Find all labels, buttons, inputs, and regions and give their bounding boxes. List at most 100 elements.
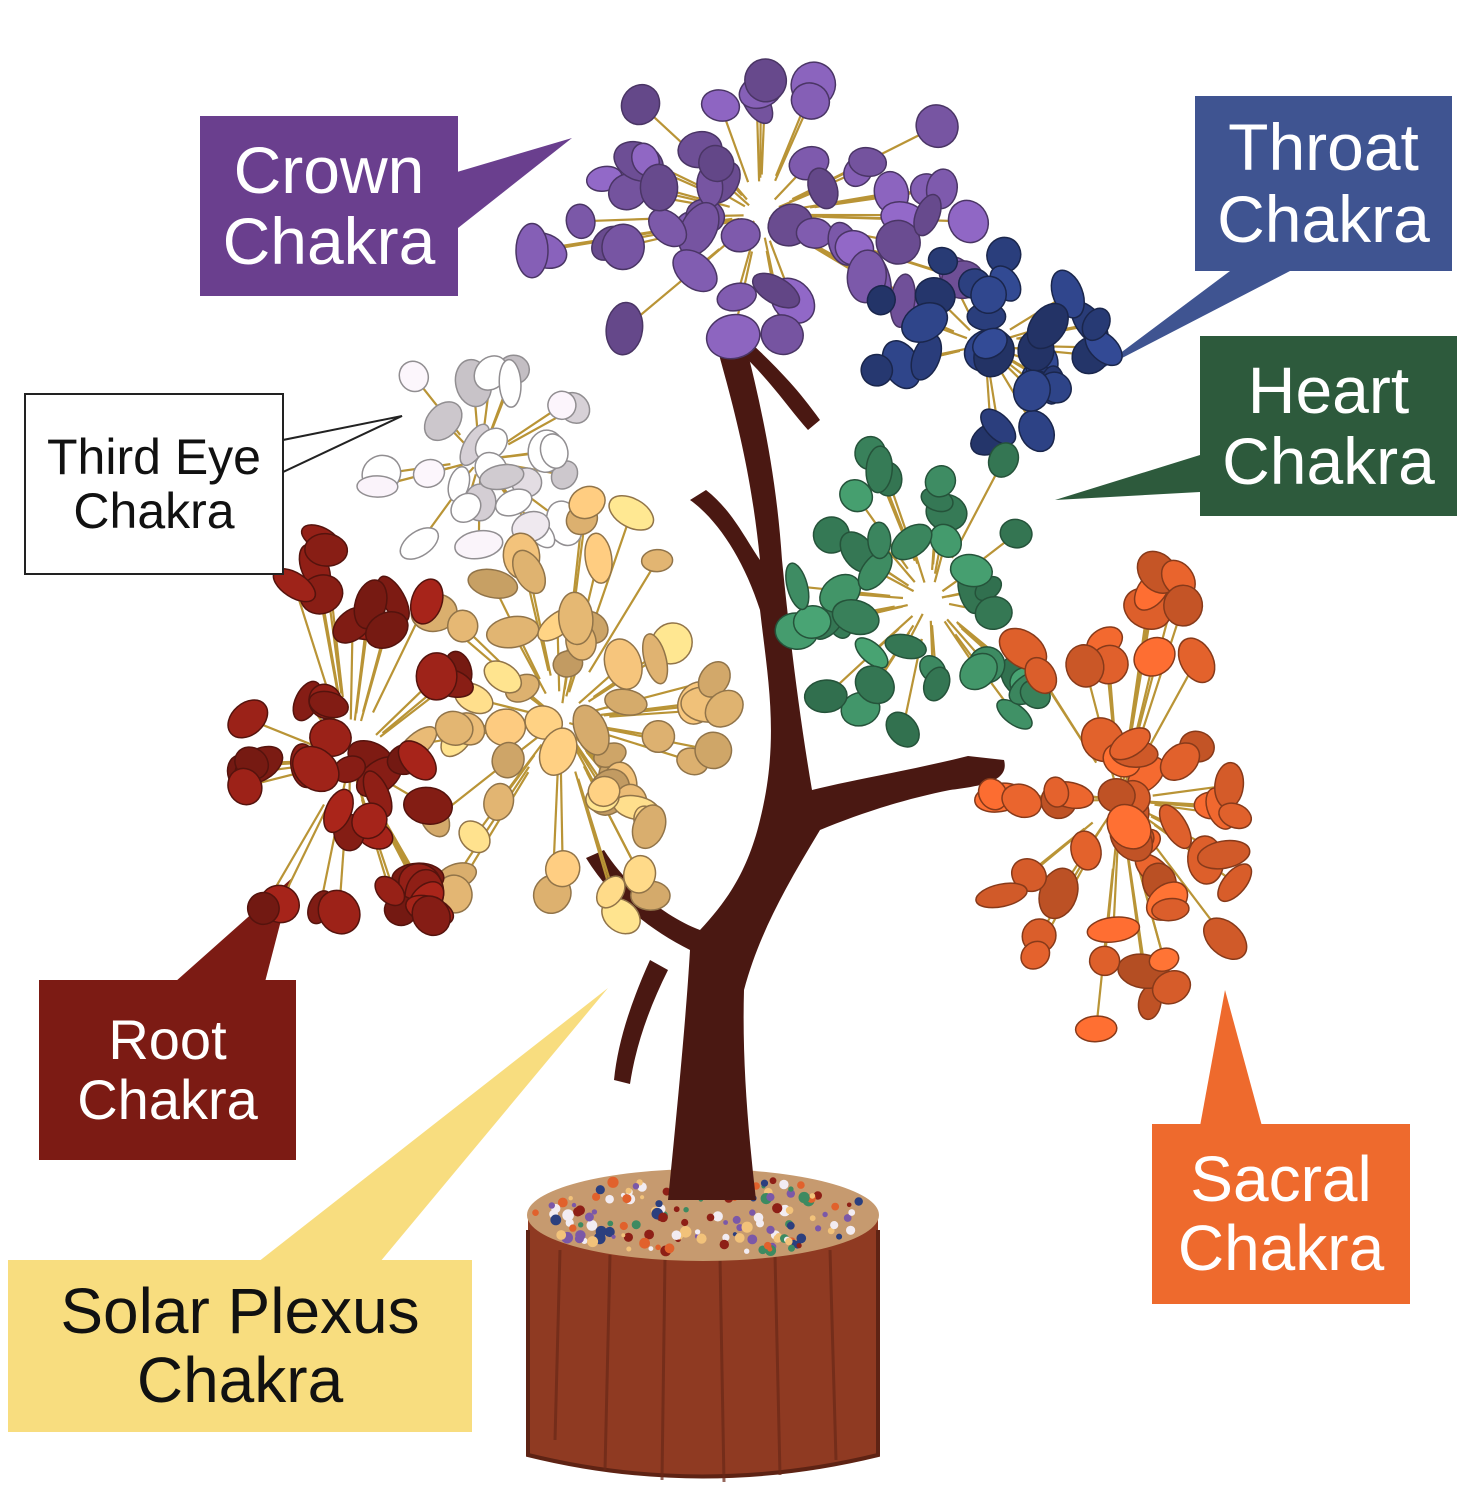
- base-chip: [550, 1214, 562, 1226]
- base-chip: [742, 1227, 748, 1232]
- base-chip: [619, 1221, 628, 1231]
- gemstone-chip: [947, 199, 990, 244]
- base-chip: [797, 1181, 805, 1189]
- sacral-chakra-label-line2: Chakra: [1177, 1212, 1385, 1284]
- gemstone-chip: [648, 208, 688, 248]
- base-chip: [843, 1214, 852, 1222]
- gemstone-chip: [584, 532, 613, 584]
- gemstone-chip: [631, 804, 667, 850]
- gemstone-chip: [409, 578, 444, 625]
- gemstone-chip: [975, 882, 1028, 909]
- gemstone-chip: [760, 314, 804, 356]
- base-chip: [798, 1191, 810, 1204]
- gemstone-chip: [1020, 940, 1051, 970]
- gemstone-chip: [374, 875, 406, 907]
- gemstone-chip: [1081, 307, 1111, 342]
- gemstone-chip: [565, 203, 596, 240]
- root-chakra-label-line1: Root: [108, 1007, 227, 1071]
- base-chip: [532, 1209, 539, 1216]
- base-chip: [786, 1189, 795, 1198]
- base-chip: [848, 1209, 856, 1216]
- gemstone-chip: [601, 223, 645, 271]
- base-chip: [662, 1187, 671, 1196]
- gemstone-chip: [494, 488, 533, 517]
- base-chip: [822, 1211, 828, 1218]
- gemstone-chip: [854, 665, 895, 705]
- gemstone-chip: [403, 786, 453, 825]
- gemstone-chip: [972, 327, 1008, 360]
- base-chip: [562, 1209, 574, 1221]
- base-chip: [574, 1234, 584, 1244]
- gemstone-chip: [866, 284, 896, 316]
- gemstone-chip: [640, 548, 674, 573]
- gemstone-chip: [603, 638, 643, 690]
- base-chip: [769, 1177, 777, 1185]
- gemstone-chip: [1163, 584, 1204, 627]
- gemstone-chip: [885, 711, 920, 748]
- gemstone-chip: [547, 390, 577, 421]
- gemstone-chip: [803, 679, 848, 714]
- gemstone-chip: [1070, 830, 1102, 871]
- gemstone-clusters: [226, 58, 1253, 1043]
- gemstone-chip: [511, 549, 547, 595]
- base-chip: [591, 1209, 598, 1215]
- gemstone-chip: [1151, 897, 1190, 922]
- gemstone-chip: [544, 850, 581, 888]
- gemstone-chip: [924, 465, 957, 498]
- throat-pointer: [1095, 271, 1290, 372]
- gold-wire: [455, 766, 530, 877]
- base-chip: [557, 1197, 568, 1208]
- gemstone-chip: [977, 777, 1009, 811]
- base-chip: [749, 1209, 756, 1216]
- gemstone-chip: [751, 272, 801, 309]
- gemstone-chip: [423, 401, 463, 442]
- third-eye-chakra-callout: Third Eye Chakra: [24, 393, 284, 575]
- gemstone-chip: [1074, 1015, 1118, 1043]
- base-chip: [655, 1244, 661, 1251]
- gemstone-chip: [1203, 917, 1248, 960]
- base-chip: [607, 1176, 619, 1188]
- gemstone-chip: [848, 146, 888, 178]
- gemstone-chip: [854, 637, 889, 669]
- tree-trunk: [586, 322, 1005, 1200]
- heart-chakra-callout: Heart Chakra: [1200, 336, 1457, 516]
- gemstone-chip: [399, 527, 440, 560]
- gemstone-chip: [491, 741, 525, 779]
- base-chip: [569, 1224, 577, 1232]
- gemstone-chip: [1088, 945, 1121, 977]
- tree-base: [526, 1169, 880, 1483]
- crown-chakra-label-line1: Crown: [233, 132, 425, 207]
- heart-pointer: [1055, 455, 1200, 500]
- gemstone-chip: [959, 652, 998, 691]
- gemstone-chip: [446, 609, 479, 643]
- gemstone-chip: [704, 689, 744, 728]
- base-chip: [587, 1236, 599, 1248]
- base-chip: [548, 1202, 555, 1209]
- heart-chakra-label-line1: Heart: [1247, 352, 1410, 427]
- base-chip: [772, 1203, 783, 1214]
- base-chip: [611, 1234, 616, 1239]
- third-eye-chakra-label-line2: Chakra: [73, 483, 235, 539]
- gemstone-chip: [1001, 783, 1043, 819]
- base-chip: [846, 1202, 852, 1208]
- base-chip: [592, 1192, 601, 1201]
- gemstone-chip: [308, 690, 349, 719]
- base-chip: [568, 1196, 573, 1201]
- base-chip: [607, 1220, 614, 1227]
- gemstone-chip: [1218, 802, 1253, 830]
- throat-chakra-label-line2: Chakra: [1217, 181, 1430, 256]
- heart-chakra-label-line2: Chakra: [1222, 424, 1435, 498]
- sacral-pointer: [1200, 990, 1262, 1126]
- gemstone-chip: [454, 529, 504, 560]
- gold-wire: [1142, 659, 1198, 759]
- gemstone-chip: [568, 485, 606, 520]
- base-chip: [625, 1187, 632, 1194]
- base-chip: [830, 1221, 839, 1230]
- gemstone-chip: [672, 249, 718, 293]
- base-chip: [706, 1213, 715, 1222]
- base-chip: [673, 1206, 680, 1213]
- base-chip: [639, 1237, 650, 1249]
- gemstone-chip: [595, 875, 626, 909]
- gemstone-chip: [927, 246, 959, 276]
- crown-pointer: [430, 138, 572, 228]
